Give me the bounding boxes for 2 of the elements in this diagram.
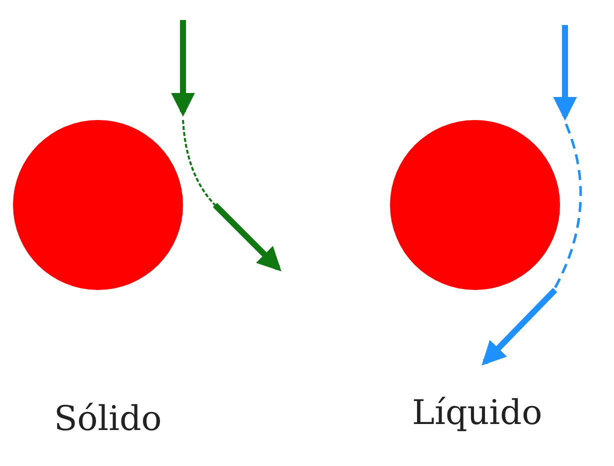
- liquid-label: Líquido: [412, 396, 542, 430]
- solid-label: Sólido: [54, 402, 162, 436]
